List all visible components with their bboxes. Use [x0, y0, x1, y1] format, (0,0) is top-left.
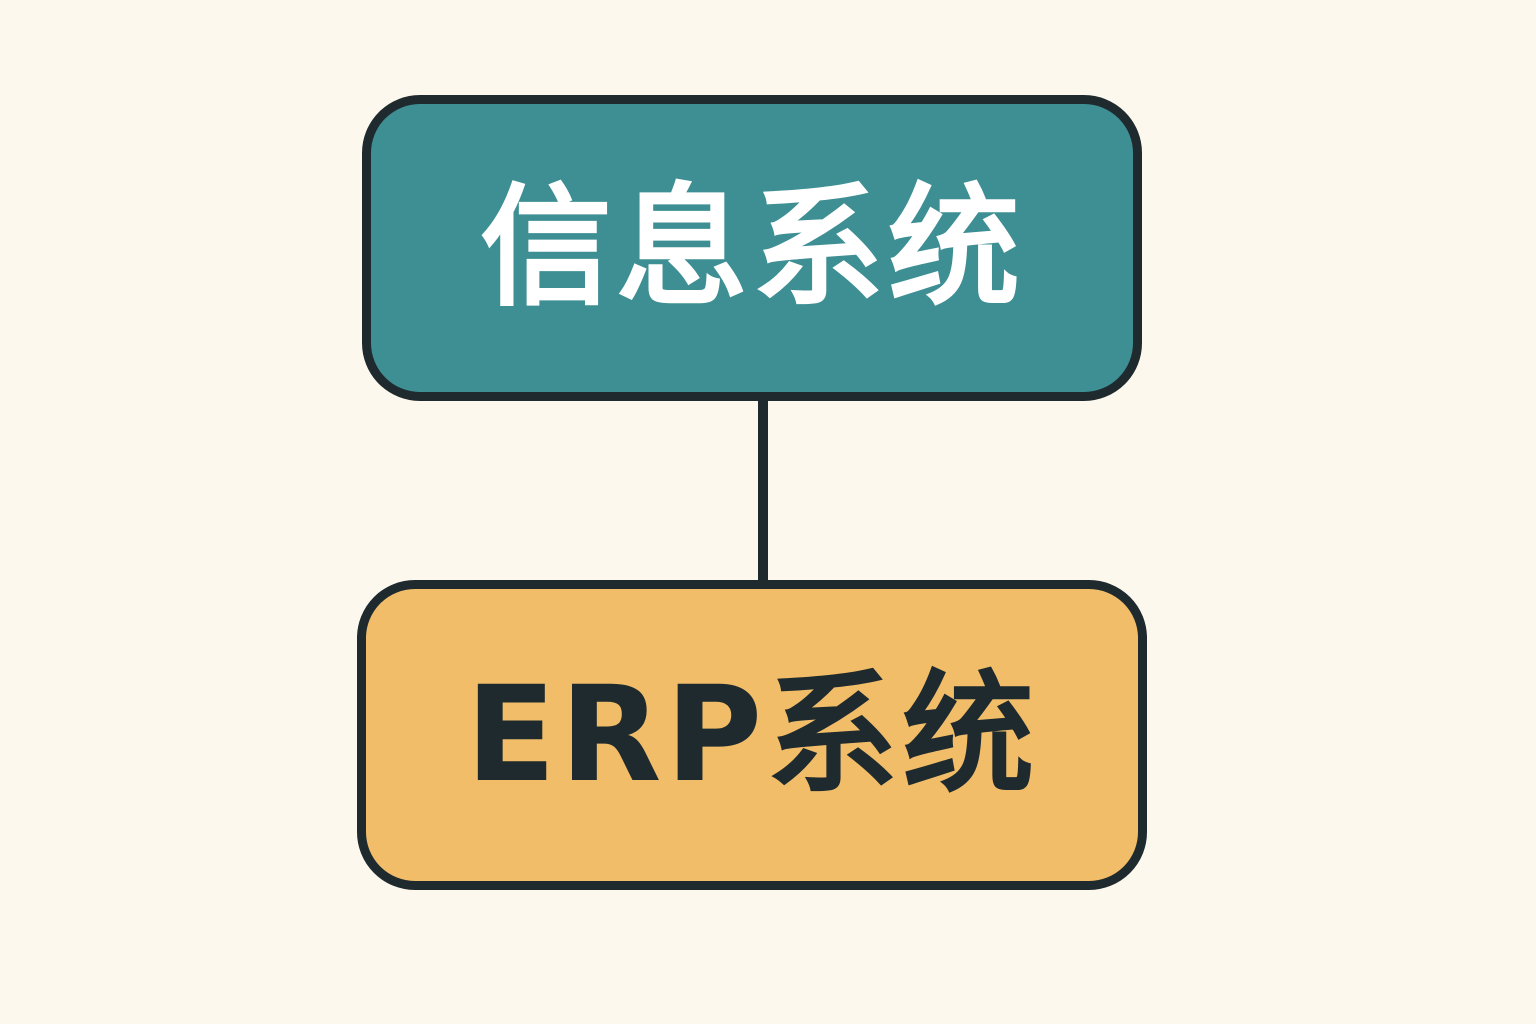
information-system-label: 信息系统 — [480, 171, 1024, 325]
erp-system-label: ERP系统 — [465, 658, 1039, 812]
erp-system-node: ERP系统 — [357, 580, 1147, 890]
connector-line — [758, 396, 768, 586]
information-system-node: 信息系统 — [362, 95, 1142, 401]
